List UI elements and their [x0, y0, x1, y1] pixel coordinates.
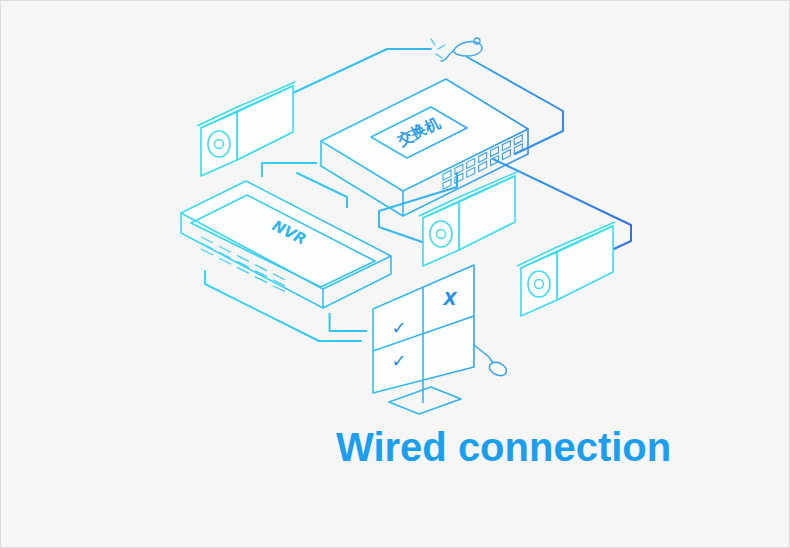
screen-mark: ✓ [391, 352, 406, 370]
network-cable [262, 163, 317, 177]
outline [317, 73, 533, 223]
outline [177, 177, 395, 313]
monitor-screen: ✓ X ✓ [367, 259, 479, 419]
screen-mark: X [443, 291, 456, 308]
network-cable [330, 313, 367, 331]
caption: Wired connection [336, 425, 671, 470]
network-switch: 交换机 [317, 73, 533, 223]
nvr-box: NVR [177, 177, 395, 313]
screen-mark: ✓ [391, 319, 406, 337]
outline [367, 259, 479, 419]
